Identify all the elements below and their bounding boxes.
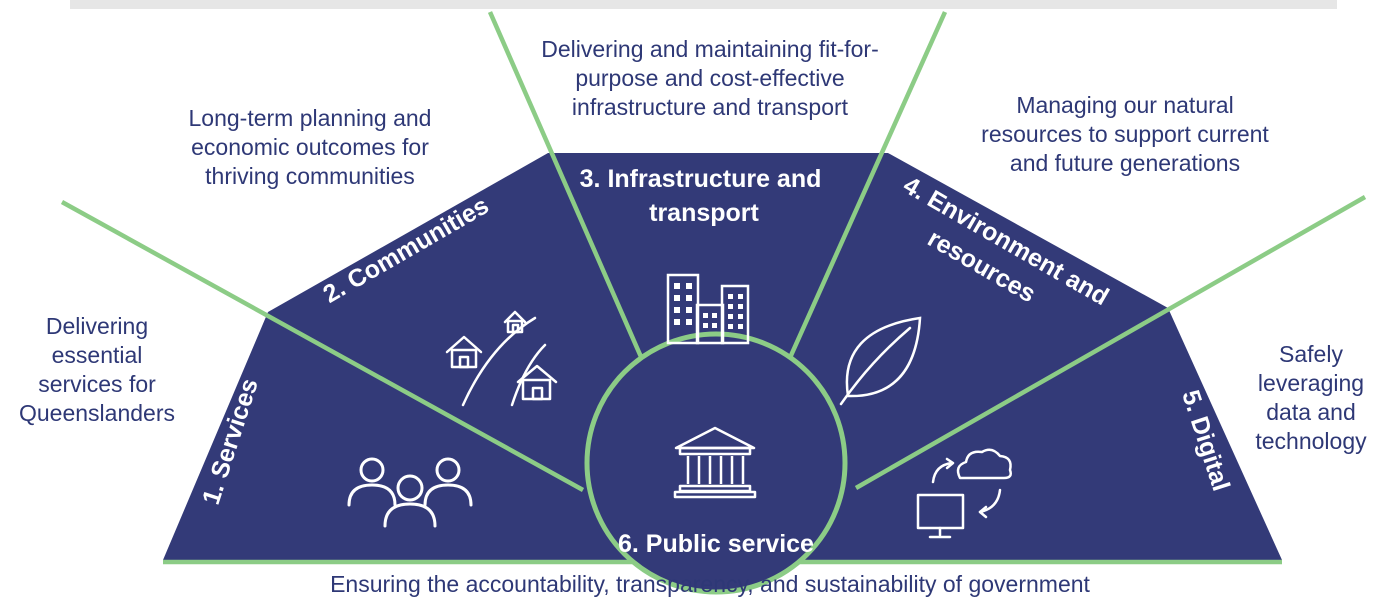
description-communities-line-3: thriving communities bbox=[205, 163, 415, 189]
divider-ray-2 bbox=[487, 11, 655, 383]
top-bar bbox=[70, 0, 1337, 9]
divider-ray-1 bbox=[60, 200, 585, 492]
description-infrastructure-line-3: infrastructure and transport bbox=[571, 94, 849, 120]
description-services: Delivering essential services for Queens… bbox=[0, 312, 194, 428]
segment-title-infrastructure-line-2: transport bbox=[649, 199, 759, 227]
segment-title-infrastructure-line-1: 3. Infrastructure and bbox=[580, 165, 822, 193]
description-infrastructure: Delivering and maintaining fit-for- purp… bbox=[500, 35, 920, 122]
description-digital-line-4: technology bbox=[1255, 428, 1367, 454]
divider-ray-4 bbox=[854, 195, 1367, 490]
description-environment-line-1: Managing our natural bbox=[1016, 92, 1234, 118]
description-services-line-1: Delivering bbox=[45, 313, 149, 339]
description-infrastructure-line-2: purpose and cost-effective bbox=[575, 65, 845, 91]
computer-cloud-icon bbox=[916, 448, 1012, 539]
buildings-icon bbox=[666, 273, 750, 345]
description-public-service: Ensuring the accountability, transparenc… bbox=[150, 570, 1270, 599]
description-services-line-4: Queenslanders bbox=[19, 400, 175, 426]
government-building-icon bbox=[673, 426, 757, 499]
description-communities: Long-term planning and economic outcomes… bbox=[160, 104, 460, 191]
description-environment: Managing our natural resources to suppor… bbox=[955, 91, 1295, 178]
segment-title-infrastructure: 3. Infrastructure and transport bbox=[580, 165, 829, 227]
people-icon bbox=[347, 457, 473, 528]
description-digital-line-3: data and bbox=[1266, 399, 1356, 425]
description-infrastructure-line-1: Delivering and maintaining fit-for- bbox=[541, 36, 879, 62]
description-environment-line-3: and future generations bbox=[1009, 150, 1241, 176]
leaf-icon bbox=[839, 316, 922, 406]
divider-ray-3 bbox=[777, 11, 948, 381]
center-circle bbox=[584, 331, 848, 595]
description-environment-line-2: resources to support current bbox=[981, 121, 1269, 147]
description-services-line-2: essential bbox=[51, 342, 143, 368]
description-digital-line-2: leveraging bbox=[1257, 370, 1365, 396]
description-services-line-3: services for bbox=[38, 371, 156, 397]
description-public-service-line-1: Ensuring the accountability, transparenc… bbox=[330, 571, 1090, 597]
description-digital-line-1: Safely bbox=[1279, 341, 1343, 367]
description-digital: Safely leveraging data and technology bbox=[1241, 340, 1381, 456]
houses-road-icon bbox=[445, 310, 558, 407]
segment-title-public-service: 6. Public service bbox=[618, 530, 814, 558]
description-communities-line-1: Long-term planning and bbox=[188, 105, 432, 131]
description-communities-line-2: economic outcomes for bbox=[191, 134, 429, 160]
